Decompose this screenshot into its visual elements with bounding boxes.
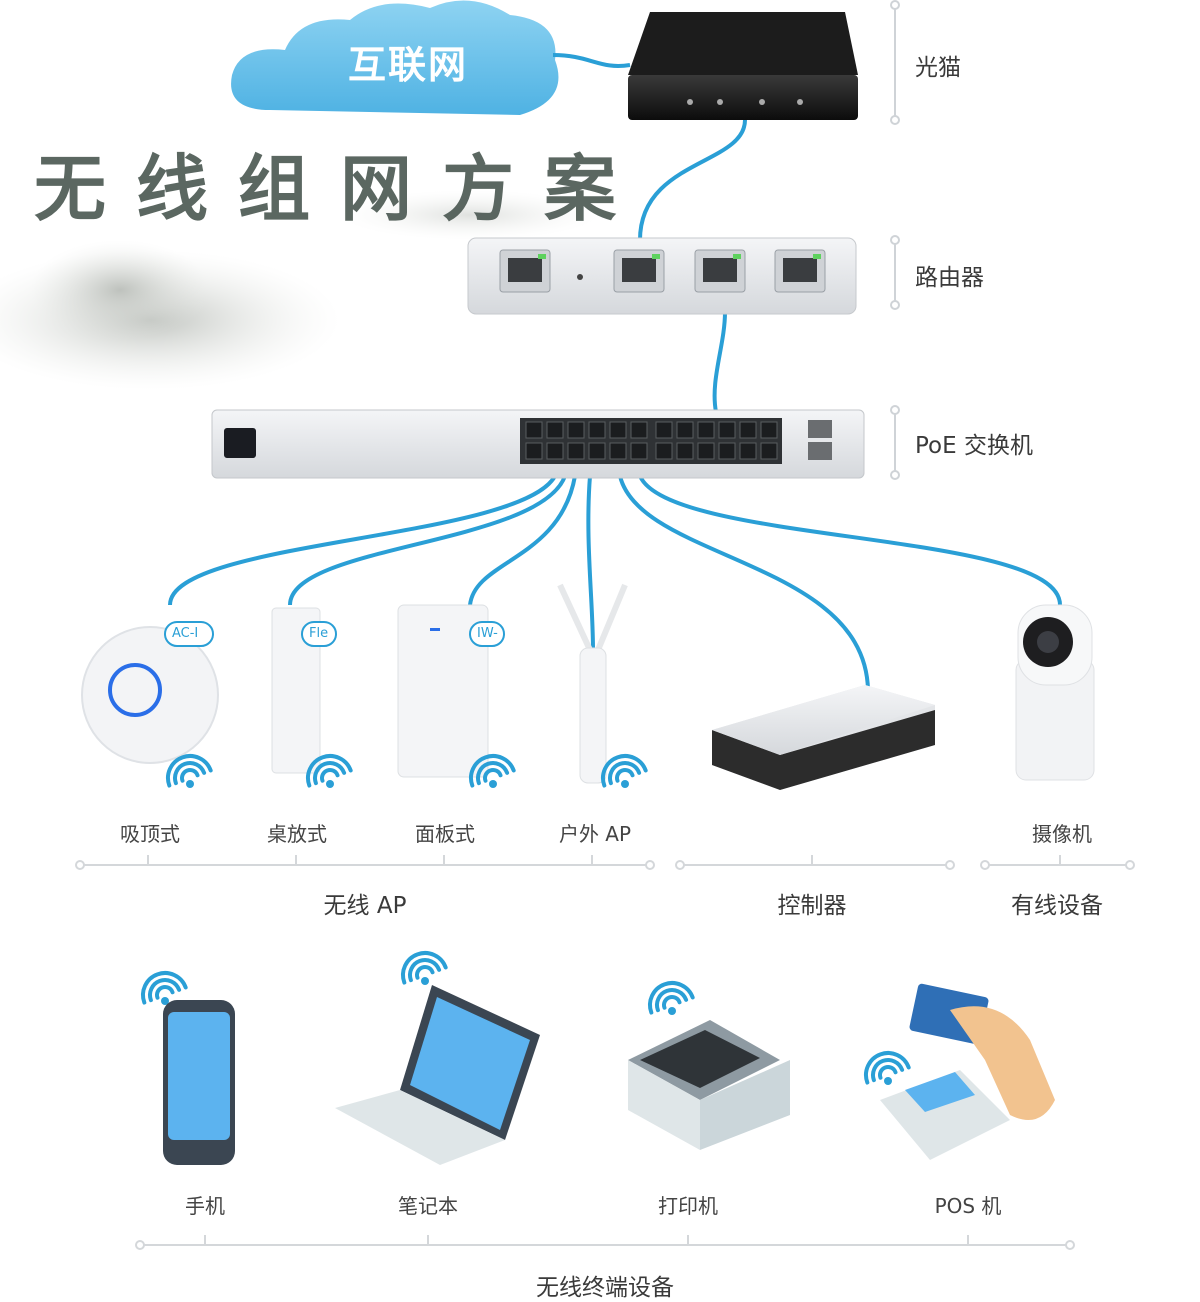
wifi-icon	[469, 754, 516, 788]
switch-port	[588, 442, 606, 460]
group-scales	[75, 855, 1135, 1250]
wifi-icon	[141, 971, 188, 1005]
terminal-label: 笔记本	[398, 1194, 458, 1218]
poe-switch-icon	[211, 409, 865, 479]
ap-label: 面板式	[415, 822, 475, 846]
wifi-icon	[166, 754, 213, 788]
wifi-icon	[601, 754, 648, 788]
switch-port	[655, 421, 673, 439]
switch-port	[546, 421, 564, 439]
group-label-controller: 控制器	[777, 893, 847, 919]
internet-cloud-icon	[231, 0, 559, 115]
wifi-icon	[401, 951, 448, 985]
laptop-icon	[335, 985, 540, 1165]
network-cables	[168, 53, 1062, 691]
wifi-icons	[141, 754, 911, 1085]
ap-label: 吸顶式	[120, 822, 180, 846]
router-label: 路由器	[915, 265, 984, 291]
internet-label: 互联网	[348, 43, 469, 87]
ap-badge: AC-I	[172, 626, 199, 641]
switch-port	[546, 442, 564, 460]
switch-port	[718, 421, 736, 439]
terminal-label: 手机	[185, 1194, 225, 1218]
switch-port	[676, 421, 694, 439]
mountain-decoration	[0, 190, 600, 390]
terminal-label: 打印机	[658, 1194, 718, 1218]
modem-label: 光猫	[915, 55, 961, 81]
wifi-icon	[306, 754, 353, 788]
printer-icon	[628, 1020, 790, 1150]
phone-icon	[163, 1000, 235, 1165]
ap-label: 桌放式	[267, 822, 327, 846]
terminal-label: POS 机	[934, 1194, 1002, 1218]
pos-terminal-icon	[880, 983, 1055, 1160]
page-title: 无线组网方案	[34, 146, 647, 231]
panel-ap-icon	[397, 604, 489, 778]
switch-port	[676, 442, 694, 460]
ap-badge: Fle	[309, 626, 329, 641]
switch-port	[630, 421, 648, 439]
group-label-terminals: 无线终端设备	[536, 1275, 674, 1301]
switch-port	[630, 442, 648, 460]
group-label-wireless-ap: 无线 AP	[323, 893, 407, 919]
switch-port	[760, 442, 778, 460]
switch-port	[760, 421, 778, 439]
switch-port	[655, 442, 673, 460]
switch-port	[525, 442, 543, 460]
desktop-ap-icon	[271, 607, 321, 774]
ap-badge: IW-	[477, 626, 498, 641]
switch-port	[609, 421, 627, 439]
switch-port	[739, 442, 757, 460]
wifi-icon	[864, 1051, 911, 1085]
group-label-wired: 有线设备	[1011, 893, 1103, 919]
switch-port	[609, 442, 627, 460]
switch-port	[525, 421, 543, 439]
ap-label: 户外 AP	[558, 822, 632, 846]
switch-port	[697, 442, 715, 460]
right-scale	[890, 0, 900, 480]
switch-port	[718, 442, 736, 460]
switch-port	[739, 421, 757, 439]
switch-port	[588, 421, 606, 439]
switch-port	[567, 442, 585, 460]
switch-port	[567, 421, 585, 439]
ap-badges	[164, 621, 505, 647]
controller-icon	[712, 685, 935, 790]
switch-label: PoE 交换机	[915, 433, 1033, 459]
camera-label: 摄像机	[1032, 822, 1092, 846]
ceiling-ap-icon	[81, 626, 219, 764]
router-icon	[467, 237, 857, 315]
modem-icon	[628, 12, 858, 120]
wifi-icon	[648, 981, 695, 1015]
switch-port	[697, 421, 715, 439]
outdoor-ap-icon	[557, 583, 628, 784]
camera-icon	[1015, 604, 1095, 781]
